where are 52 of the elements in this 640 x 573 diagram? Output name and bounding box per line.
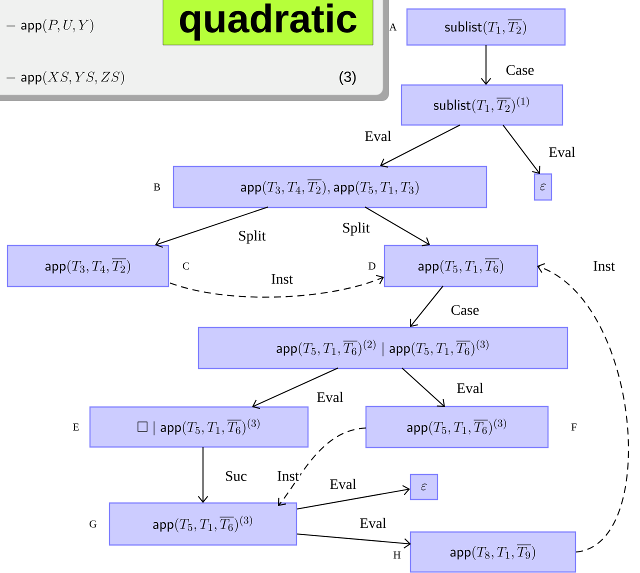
symbol-box: $\varepsilon$ <box>534 173 552 201</box>
equation-number: (3) <box>340 71 356 85</box>
node-letter: G <box>90 520 96 528</box>
edge-label: Eval <box>457 382 484 394</box>
arrow <box>410 286 444 327</box>
edge-label: Inst <box>272 274 293 284</box>
formula-box: $\mathsf{app}(T_5,T_1,\overline{T_6})^{(2)}\mid\mathsf{app}(T_5,T_1,\overline{T_6})^{(3)}$ <box>198 326 568 370</box>
arrow <box>155 206 268 248</box>
edge-label: Eval <box>360 518 386 528</box>
arrow <box>252 368 338 410</box>
edge-label: Split <box>343 222 370 236</box>
node-letter: F <box>571 424 577 430</box>
formula-box: $\mathsf{app}(T_5,T_1,\overline{T_6})^{(3)}$ <box>108 502 298 546</box>
edge-label: Split <box>239 230 266 244</box>
node-letter: H <box>394 552 400 558</box>
arrow <box>296 485 410 510</box>
arrow <box>480 45 492 85</box>
formula: $-\ \mathsf{app}(P,U,Y)$ <box>6 18 94 34</box>
edge-label: Case <box>451 305 479 315</box>
formula-box: $\mathsf{app}(T_3,T_4,\overline{T_2})$ <box>6 244 170 288</box>
edge-label: Inst <box>594 261 615 271</box>
edge-label: Eval <box>365 130 392 142</box>
edge-label: Eval <box>330 478 356 490</box>
formula-box: $\mathsf{app}(T_5,T_1,\overline{T_6})^{(3)}$ <box>365 406 549 448</box>
arrow <box>170 274 384 298</box>
edge-label: Inst <box>278 471 299 481</box>
arrow <box>278 427 366 506</box>
arrow <box>402 368 445 407</box>
formula-box: $\mathsf{app}(T_8,T_1,\overline{T_9})$ <box>410 531 576 573</box>
arrow <box>364 206 430 246</box>
arrow <box>380 124 460 168</box>
arrow <box>296 533 411 549</box>
formula-box: $\mathsf{sublist}(T_1,\overline{T_2})$ <box>406 8 566 46</box>
node-letter: B <box>154 184 160 190</box>
symbol-box: $\varepsilon$ <box>410 474 438 500</box>
edge-label: Eval <box>549 146 576 158</box>
node-letter: C <box>182 262 189 270</box>
formula-box: $\mathsf{app}(T_5,T_1,\overline{T_6})$ <box>384 244 538 288</box>
edge-label: Case <box>506 65 534 75</box>
edge-label: Eval <box>317 392 344 402</box>
formula: $-\ \mathsf{app}(XS,YS,ZS)$ <box>6 70 124 86</box>
arrow <box>502 124 540 174</box>
formula-box: $\mathsf{app}(T_3,T_4,\overline{T_2}),\mathsf{app}(T_5,T_1,T_3)$ <box>172 166 488 208</box>
arrow <box>198 447 208 503</box>
node-letter: A <box>389 24 397 30</box>
arrow <box>537 263 629 552</box>
edge-label: Suc <box>226 471 247 481</box>
formula-box: $\mathsf{sublist}(T_1,\overline{T_2})^{(1)}$ <box>400 84 564 126</box>
formula-box: $\Box\mid\mathsf{app}(T_5,T_1,\overline{T_6})^{(3)}$ <box>89 406 309 448</box>
node-letter: E <box>73 424 79 430</box>
tag-box: quadratic <box>162 0 374 46</box>
node-letter: D <box>368 262 376 270</box>
